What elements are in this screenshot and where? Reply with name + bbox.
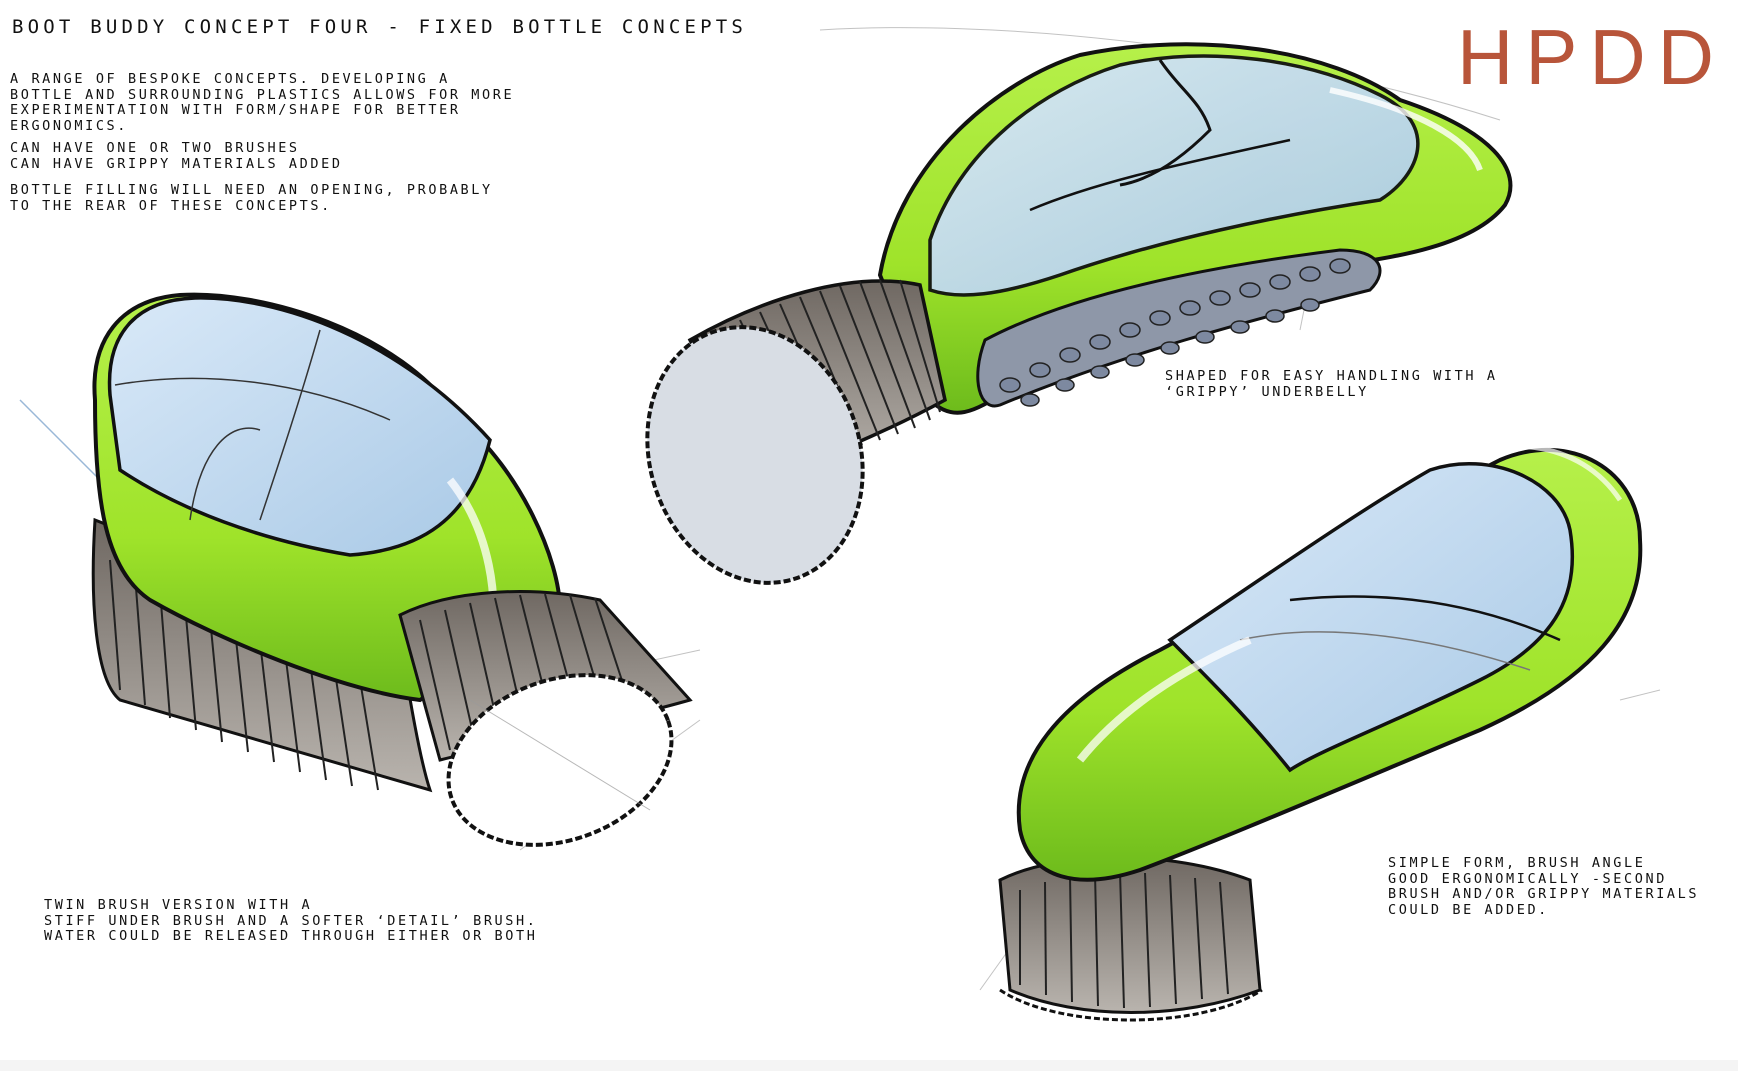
twin-brush-annotation: TWIN BRUSH VERSION WITH A STIFF UNDER BR…	[44, 897, 538, 944]
concept-twin-brush	[19, 292, 701, 851]
sheet-title: BOOT BUDDY CONCEPT FOUR - FIXED BOTTLE C…	[12, 16, 748, 38]
hpdd-logo: HPDD	[1456, 13, 1726, 101]
grip-annotation: SHAPED FOR EASY HANDLING WITH A ‘GRIPPY’…	[1165, 368, 1498, 400]
concept-grippy-bottle	[645, 27, 1513, 585]
simple-form-annotation: SIMPLE FORM, BRUSH ANGLE GOOD ERGONOMICA…	[1388, 855, 1700, 918]
intro-text-3: BOTTLE FILLING WILL NEED AN OPENING, PRO…	[10, 182, 493, 214]
concept-simple-form	[979, 443, 1661, 1022]
intro-text-1: A RANGE OF BESPOKE CONCEPTS. DEVELOPING …	[10, 71, 515, 134]
intro-text-2: CAN HAVE ONE OR TWO BRUSHES CAN HAVE GRI…	[10, 140, 343, 172]
